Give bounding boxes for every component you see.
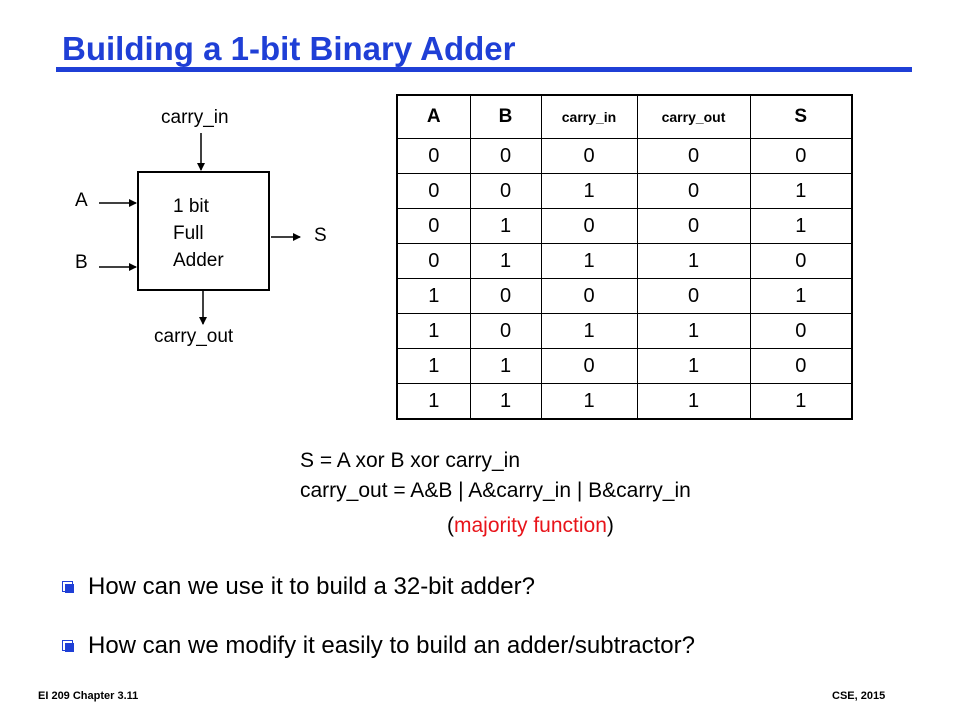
- header-carry-out: carry_out: [636, 94, 751, 139]
- table-cell: 0: [396, 243, 471, 279]
- full-adder-block: 1 bit Full Adder: [137, 171, 270, 291]
- table-cell: 1: [749, 383, 853, 420]
- sum-equation: S = A xor B xor carry_in: [300, 449, 521, 472]
- table-cell: 1: [636, 348, 751, 384]
- table-cell: 1: [396, 348, 471, 384]
- table-cell: 0: [749, 348, 853, 384]
- table-cell: 0: [636, 173, 751, 209]
- full-adder-text: 1 bit Full Adder: [173, 193, 224, 274]
- header-s: S: [749, 94, 853, 139]
- paren-open: (: [447, 514, 454, 537]
- bullet-item: How can we modify it easily to build an …: [62, 632, 695, 660]
- majority-note: (majority function): [447, 514, 614, 538]
- table-cell: 0: [749, 138, 853, 174]
- table-cell: 1: [469, 348, 542, 384]
- table-cell: 1: [636, 313, 751, 349]
- table-cell: 1: [540, 243, 638, 279]
- header-carry-in: carry_in: [540, 94, 638, 139]
- table-cell: 1: [469, 243, 542, 279]
- bullet-square-icon: [62, 640, 74, 652]
- header-b: B: [469, 94, 542, 139]
- table-cell: 0: [749, 313, 853, 349]
- table-cell: 1: [749, 173, 853, 209]
- carry-out-equation: carry_out = A&B | A&carry_in | B&carry_i…: [300, 479, 691, 502]
- table-cell: 1: [540, 383, 638, 420]
- carry-in-label: carry_in: [161, 107, 229, 128]
- majority-function-text: majority function: [454, 514, 607, 537]
- paren-close: ): [606, 514, 614, 537]
- box-line: Adder: [173, 250, 224, 271]
- table-cell: 0: [540, 208, 638, 244]
- input-b-label: B: [75, 252, 88, 273]
- box-line: 1 bit: [173, 196, 209, 217]
- table-cell: 0: [469, 313, 542, 349]
- table-cell: 0: [469, 138, 542, 174]
- table-cell: 0: [396, 173, 471, 209]
- table-cell: 0: [636, 138, 751, 174]
- table-cell: 1: [469, 208, 542, 244]
- table-cell: 1: [396, 313, 471, 349]
- carry-out-label: carry_out: [154, 326, 234, 347]
- table-cell: 0: [749, 243, 853, 279]
- box-line: Full: [173, 223, 204, 244]
- table-cell: 0: [540, 278, 638, 314]
- footer-right: CSE, 2015: [832, 690, 886, 702]
- footer-left: EI 209 Chapter 3.11: [38, 690, 139, 702]
- bullet-square-icon: [62, 581, 74, 593]
- table-cell: 1: [636, 243, 751, 279]
- table-cell: 0: [540, 348, 638, 384]
- table-cell: 1: [540, 173, 638, 209]
- table-cell: 0: [636, 278, 751, 314]
- table-cell: 1: [749, 208, 853, 244]
- table-header-row: A B carry_in carry_out S: [396, 94, 853, 139]
- table-cell: 0: [469, 173, 542, 209]
- table-cell: 1: [396, 383, 471, 420]
- table-cell: 1: [749, 278, 853, 314]
- page-title: Building a 1-bit Binary Adder: [62, 30, 516, 67]
- table-cell: 0: [396, 138, 471, 174]
- table-cell: 0: [469, 278, 542, 314]
- title-underline: [56, 67, 912, 72]
- table-cell: 0: [636, 208, 751, 244]
- header-a: A: [396, 94, 471, 139]
- table-cell: 0: [540, 138, 638, 174]
- table-cell: 1: [469, 383, 542, 420]
- table-cell: 0: [396, 208, 471, 244]
- table-cell: 1: [636, 383, 751, 420]
- table-cell: 1: [540, 313, 638, 349]
- bullet-text: How can we modify it easily to build an …: [88, 632, 695, 659]
- output-s-label: S: [314, 225, 327, 246]
- input-a-label: A: [75, 190, 88, 211]
- bullet-text: How can we use it to build a 32-bit adde…: [88, 573, 535, 600]
- bullet-item: How can we use it to build a 32-bit adde…: [62, 573, 535, 601]
- table-cell: 1: [396, 278, 471, 314]
